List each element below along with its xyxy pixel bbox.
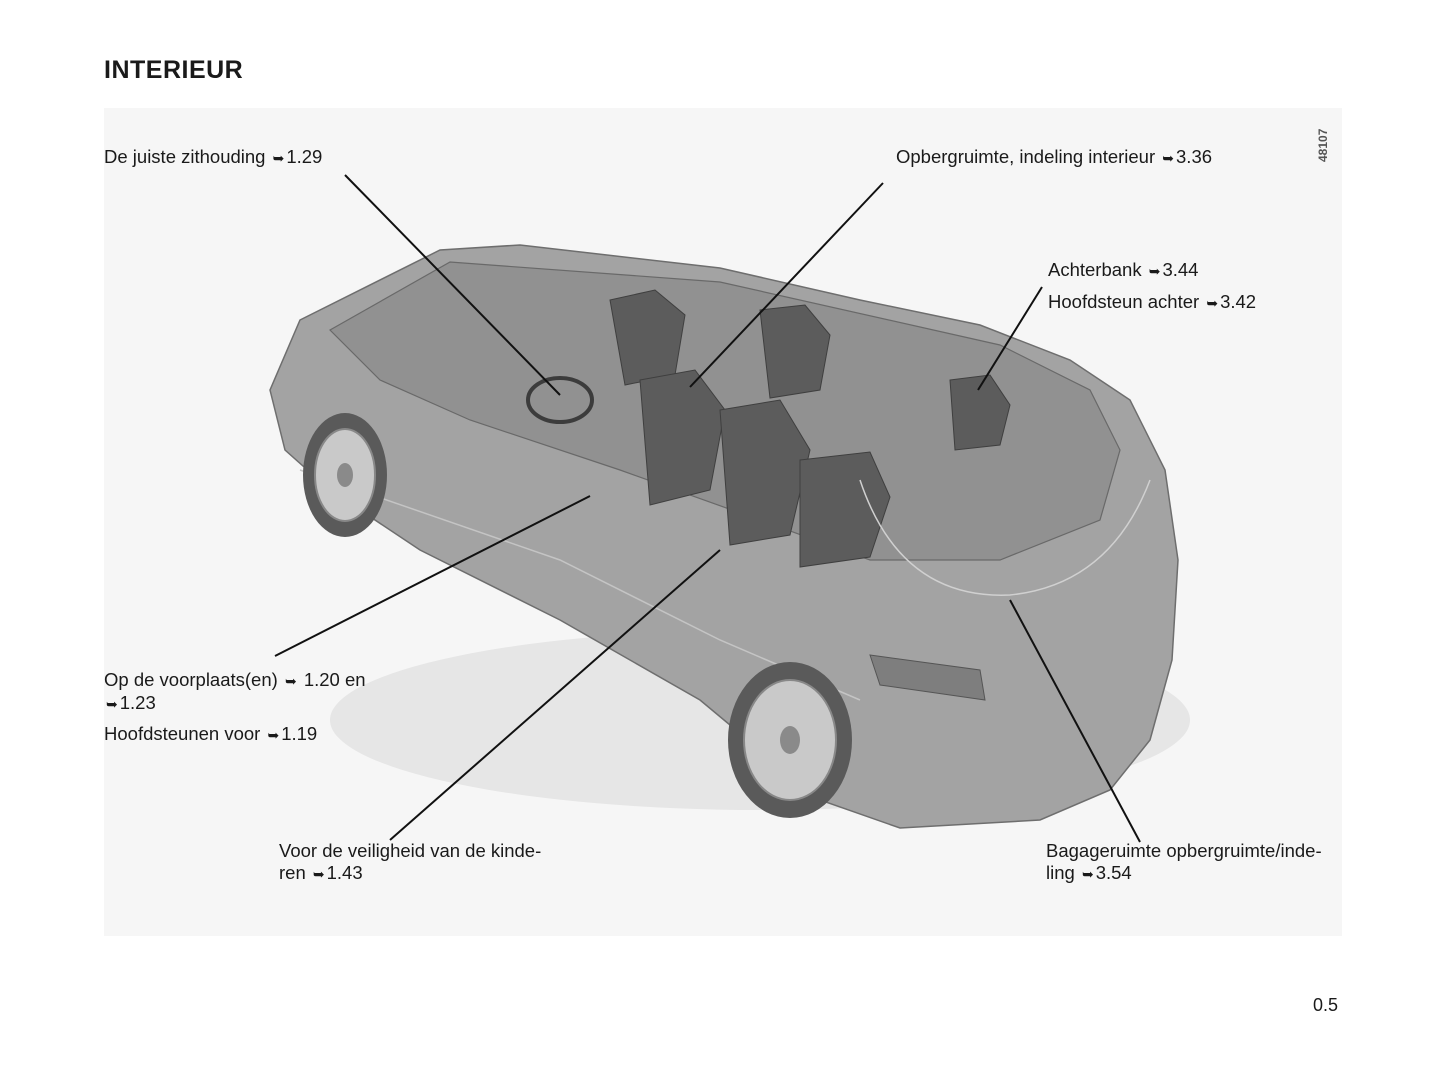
callout-line-1: Op de voorplaats(en) ➥ 1.20 en <box>104 669 427 692</box>
leader-achterbank <box>977 286 1043 391</box>
leader-lines <box>274 174 1141 843</box>
callout-bagageruimte: Bagageruimte opbergruimte/inde- ling ➥3.… <box>1046 840 1322 885</box>
steering-wheel <box>526 376 594 424</box>
page-reference: 1.29 <box>286 146 323 167</box>
reference-arrow-icon: ➥ <box>1081 866 1094 882</box>
leader-zithouding <box>344 174 561 396</box>
rear-lamp <box>869 654 986 701</box>
callout-text: Op de voorplaats(en) <box>104 669 278 690</box>
callout-text: Opbergruimte, indeling interieur <box>896 146 1156 167</box>
page-reference: 1.43 <box>326 862 363 883</box>
page-reference: 3.42 <box>1220 291 1257 312</box>
callout-opbergruimte: Opbergruimte, indeling interieur ➥3.36 <box>896 146 1212 169</box>
front-wheel <box>303 413 387 537</box>
callout-text: ren <box>279 862 306 883</box>
callout-zithouding: De juiste zithouding ➥1.29 <box>104 146 322 169</box>
page-reference: 3.54 <box>1095 862 1132 883</box>
callout-text: De juiste zithouding <box>104 146 266 167</box>
callout-text: Hoofdsteun achter <box>1048 291 1200 312</box>
tailgate <box>859 479 1151 596</box>
page-reference: 1.20 <box>303 669 340 690</box>
callout-joiner: en <box>344 669 366 690</box>
rear-wheel <box>728 662 852 818</box>
leader-opbergruimte <box>689 182 884 388</box>
callout-line-2: ren ➥1.43 <box>279 862 541 885</box>
reference-arrow-icon: ➥ <box>1148 263 1161 279</box>
page-number: 0.5 <box>1313 995 1339 1015</box>
page-reference: 3.44 <box>1162 259 1199 280</box>
callout-kinderen: Voor de veiligheid van de kinde- ren ➥1.… <box>279 840 541 885</box>
figure-number: 48107 <box>1316 128 1330 162</box>
interior-seats <box>609 289 1011 568</box>
callout-hoofdsteun-achter: Hoofdsteun achter ➥3.42 <box>1048 291 1256 314</box>
leader-kinderen <box>389 549 721 841</box>
reference-arrow-icon: ➥ <box>312 866 325 882</box>
callout-voorplaatsen: Op de voorplaats(en) ➥ 1.20 en ➥1.23 <box>104 669 427 715</box>
leader-voorplaatsen <box>274 495 591 657</box>
callout-line-2: ling ➥3.54 <box>1046 862 1322 885</box>
callout-text: Achterbank <box>1048 259 1142 280</box>
callout-text: Hoofdsteunen voor <box>104 723 261 744</box>
callout-line-1: Voor de veiligheid van de kinde- <box>279 840 542 861</box>
reference-arrow-icon: ➥ <box>272 150 285 166</box>
reference-arrow-icon: ➥ <box>267 727 280 743</box>
reference-arrow-icon: ➥ <box>1162 150 1175 166</box>
callout-text: ling <box>1046 862 1075 883</box>
reference-arrow-icon: ➥ <box>284 673 297 689</box>
page-title: INTERIEUR <box>104 56 244 84</box>
reference-arrow-icon: ➥ <box>1206 295 1219 311</box>
callout-line-2: ➥1.23 <box>104 692 427 715</box>
callout-achterbank: Achterbank ➥3.44 <box>1048 259 1198 282</box>
callout-line-1: Bagageruimte opbergruimte/inde- <box>1046 840 1322 861</box>
callout-hoofdsteunen-voor: Hoofdsteunen voor ➥1.19 <box>104 723 317 746</box>
page-reference: 1.23 <box>119 692 156 713</box>
leader-bagageruimte <box>1009 599 1141 843</box>
page-reference: 3.36 <box>1176 146 1213 167</box>
page-reference: 1.19 <box>281 723 318 744</box>
reference-arrow-icon: ➥ <box>106 696 118 712</box>
